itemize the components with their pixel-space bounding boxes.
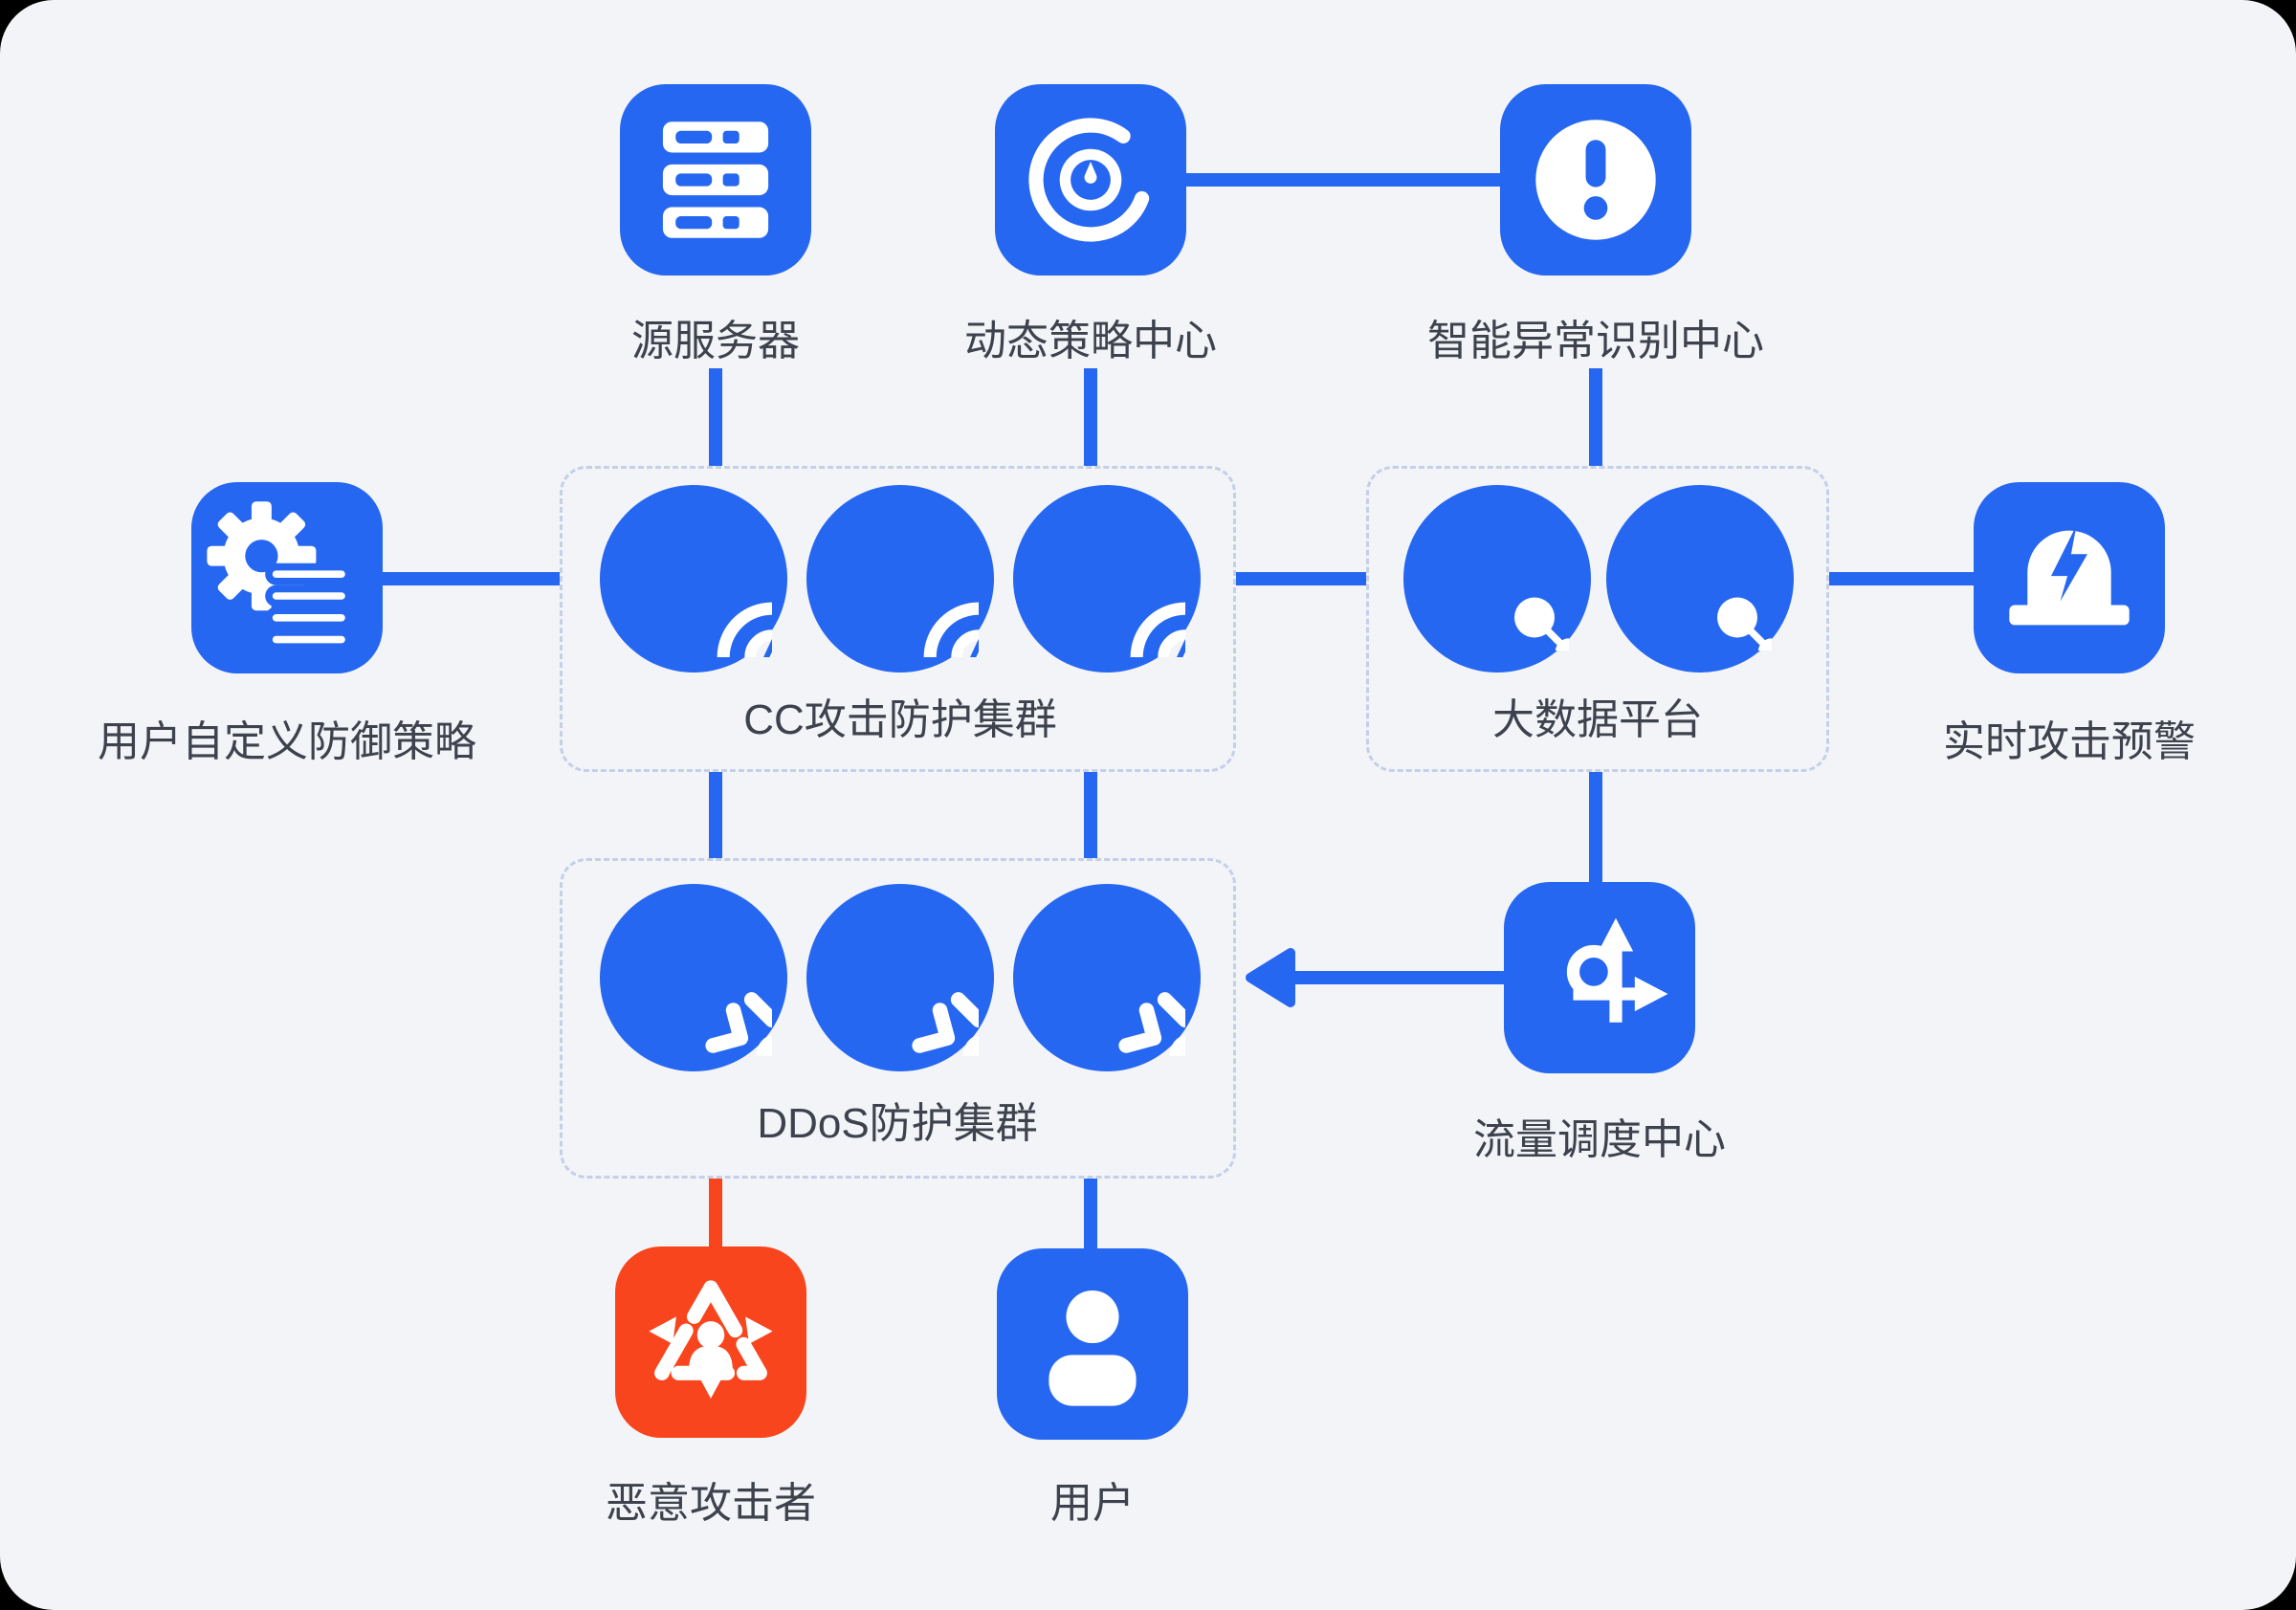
connector-cc-cluster-to-bigdata	[1236, 572, 1366, 585]
malicious-attacker-label: 恶意攻击者	[606, 1480, 816, 1527]
anomaly-recognition-center-label: 智能异常识别中心	[1427, 318, 1764, 364]
cc-protection-node	[1013, 485, 1201, 673]
attacker-icon	[649, 1280, 773, 1399]
custom-defense-policy-label: 用户自定义防御策略	[98, 718, 476, 765]
realtime-attack-alert-label: 实时攻击预警	[1943, 718, 2196, 765]
ddos-protection-node	[1013, 884, 1201, 1071]
server-icon	[662, 121, 769, 238]
end-user-label: 用户	[1050, 1480, 1135, 1527]
big-data-node	[1403, 485, 1591, 673]
connector-policy-to-anomaly	[1186, 173, 1500, 187]
traffic-scheduling-center-label: 流量调度中心	[1473, 1116, 1726, 1163]
dynamic-policy-center-label: 动态策略中心	[964, 318, 1217, 364]
network-nodes-icon	[1425, 507, 1569, 651]
snowflake-icon	[822, 899, 979, 1056]
dynamic-policy-center-node	[995, 84, 1186, 276]
big-data-node	[1606, 485, 1794, 673]
malicious-attacker-node	[615, 1246, 806, 1438]
ddos-protection-node	[806, 884, 994, 1071]
ddos-protection-cluster-box	[560, 858, 1236, 1179]
source-server-label: 源服务器	[631, 318, 800, 364]
cc-protection-cluster-box	[560, 466, 1236, 772]
snowflake-icon	[1028, 899, 1185, 1056]
arrowhead-left-icon	[1246, 948, 1295, 1007]
connector-bigdata-to-alarm	[1829, 572, 1974, 585]
realtime-attack-alert-node	[1974, 482, 2165, 673]
person-icon	[1049, 1290, 1137, 1406]
connector-attacker-to-ddos	[709, 1179, 722, 1246]
connector-policy-to-cc-cluster	[1084, 368, 1097, 466]
gauge-icon	[1028, 118, 1153, 242]
network-nodes-icon	[1628, 507, 1772, 651]
connector-ddos-to-user	[1084, 1179, 1097, 1248]
target-dart-icon	[822, 500, 979, 657]
connector-cc-to-ddos-left	[709, 772, 722, 858]
cc-protection-node	[600, 485, 787, 673]
target-dart-icon	[615, 500, 772, 657]
anomaly-recognition-center-node	[1500, 84, 1691, 276]
connector-traffic-to-ddos	[1292, 971, 1504, 984]
connector-anomaly-to-bigdata	[1589, 368, 1602, 466]
source-server-node	[620, 84, 811, 276]
connector-bigdata-to-traffic	[1589, 772, 1602, 882]
ddos-protection-cluster-label: DDoS防护集群	[757, 1100, 1038, 1147]
gear-list-icon	[207, 501, 353, 651]
route-arrows-icon	[1566, 917, 1667, 1023]
end-user-node	[997, 1248, 1188, 1440]
siren-icon	[2009, 524, 2130, 626]
big-data-platform-box	[1366, 466, 1829, 772]
target-dart-icon	[1028, 500, 1185, 657]
connector-cc-to-ddos-right	[1084, 772, 1097, 858]
cc-protection-cluster-label: CC攻击防护集群	[743, 696, 1057, 743]
connector-server-to-cc-cluster	[709, 368, 722, 466]
custom-defense-policy-node	[191, 482, 383, 673]
cc-protection-node	[806, 485, 994, 673]
snowflake-icon	[615, 899, 772, 1056]
connector-custom-policy-to-cc-cluster	[383, 572, 560, 585]
alert-icon	[1535, 120, 1656, 240]
big-data-platform-label: 大数据平台	[1492, 696, 1703, 743]
ddos-protection-node	[600, 884, 787, 1071]
traffic-scheduling-center-node	[1504, 882, 1695, 1073]
